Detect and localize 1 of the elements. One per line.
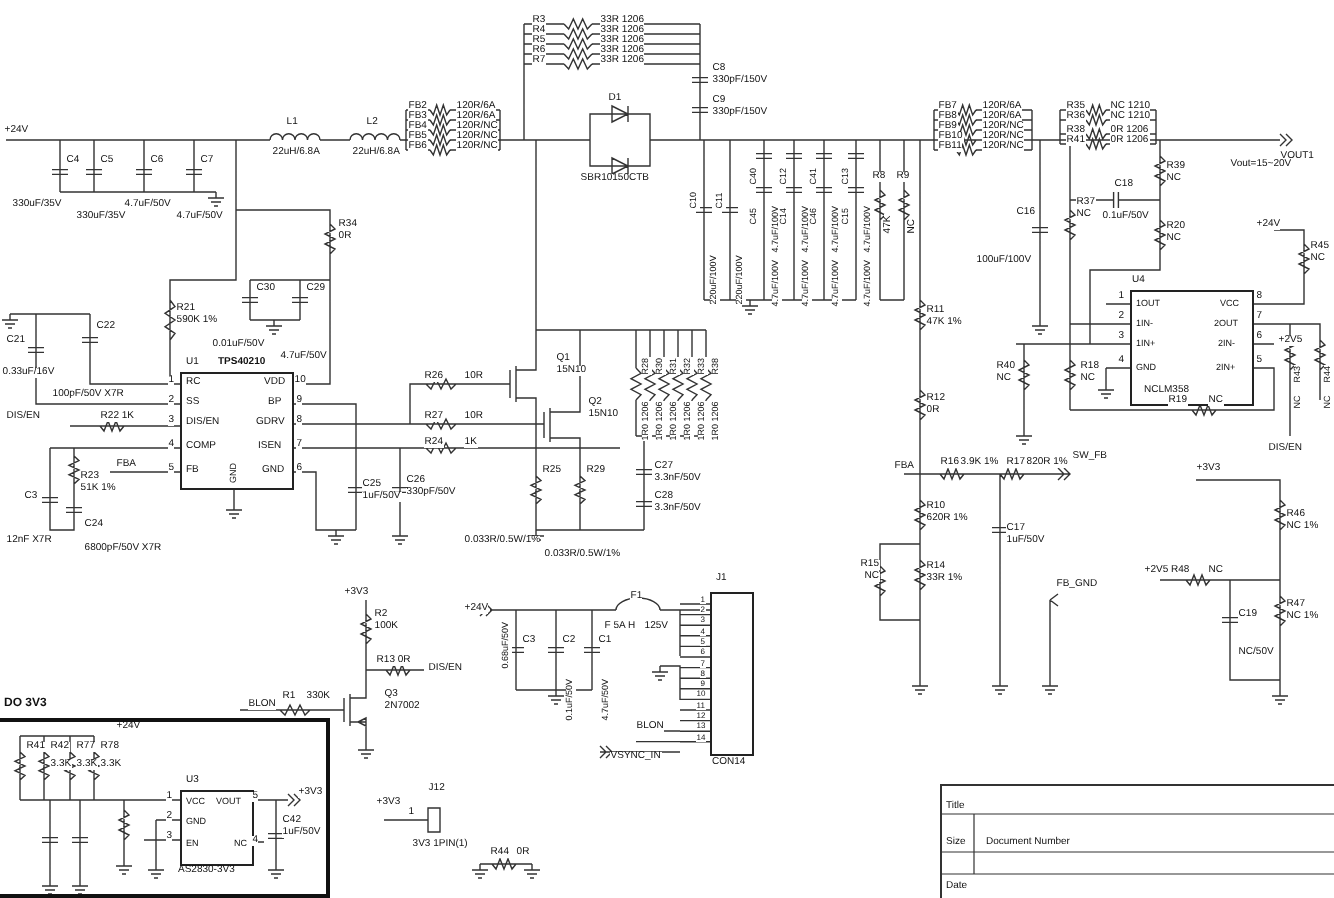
title-block [940, 784, 1334, 898]
